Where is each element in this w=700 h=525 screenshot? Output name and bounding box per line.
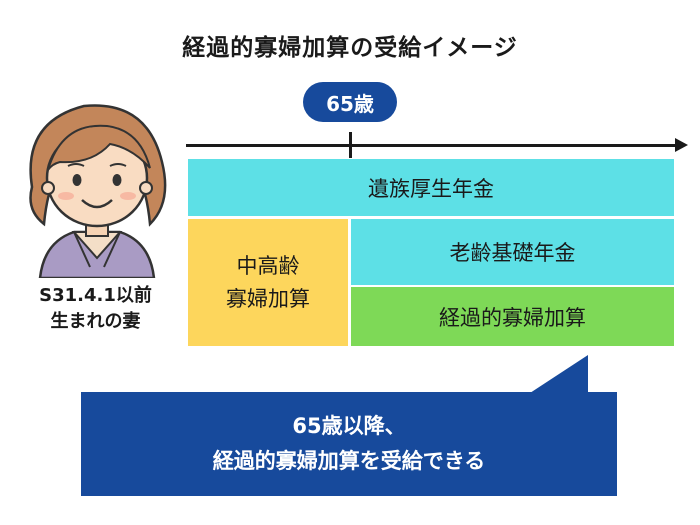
callout-box bbox=[81, 392, 617, 496]
timeline-axis bbox=[186, 144, 678, 147]
diagram-title: 経過的寡婦加算の受給イメージ bbox=[182, 35, 518, 61]
timeline-arrow-icon bbox=[675, 138, 688, 152]
person-label-line-1: S31.4.1以前 bbox=[39, 285, 152, 306]
old-age-basic-pension-block: 老齢基礎年金 bbox=[351, 219, 674, 285]
person-label-line-2: 生まれの妻 bbox=[50, 311, 141, 333]
woman-avatar-icon bbox=[12, 92, 182, 280]
age-65-tick bbox=[349, 132, 352, 158]
age-marker-badge: 65歳 bbox=[303, 82, 397, 122]
callout-text: 65歳以降、 経過的寡婦加算を受給できる bbox=[81, 400, 617, 488]
survivors-pension-block: 遺族厚生年金 bbox=[188, 159, 674, 216]
transitional-widow-addition-block: 経過的寡婦加算 bbox=[351, 287, 674, 346]
callout-line-1: 65歳以降、 bbox=[292, 414, 406, 439]
middle-aged-widow-addition-block: 中高齢 寡婦加算 bbox=[188, 219, 348, 346]
person-label: S31.4.1以前 生まれの妻 bbox=[8, 283, 183, 335]
woman-avatar-svg bbox=[29, 104, 167, 280]
callout-line-2: 経過的寡婦加算を受給できる bbox=[212, 449, 486, 473]
callout-tail bbox=[530, 355, 588, 393]
